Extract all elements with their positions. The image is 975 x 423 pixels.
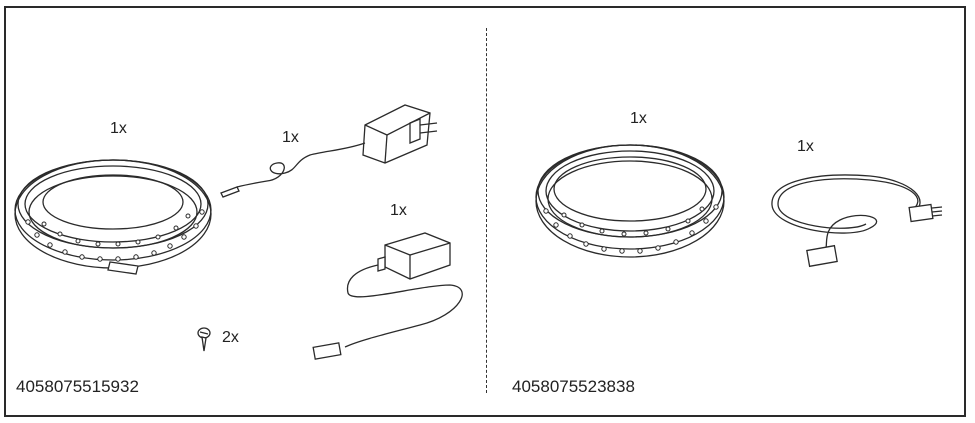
led-dots xyxy=(25,209,205,262)
outer-frame xyxy=(4,6,966,417)
led-strip-quantity: 1x xyxy=(110,120,127,137)
controller-box-illustration xyxy=(312,232,463,360)
led-dots-right xyxy=(543,204,719,254)
left-article-number: 4058075515932 xyxy=(16,377,139,396)
right-article-number: 4058075523838 xyxy=(512,377,635,396)
controller-quantity: 1x xyxy=(390,202,407,219)
kit-divider xyxy=(486,28,487,393)
connector-cable-illustration xyxy=(771,174,943,268)
power-adapter-illustration xyxy=(220,104,438,198)
screws-quantity: 2x xyxy=(222,329,239,346)
screw-icon xyxy=(197,327,211,352)
power-adapter-quantity: 1x xyxy=(282,129,299,146)
cable-quantity: 1x xyxy=(797,138,814,155)
right-led-strip-quantity: 1x xyxy=(630,110,647,127)
led-strip-coil-illustration xyxy=(14,159,212,275)
led-strip-coil-illustration-right xyxy=(535,144,725,258)
